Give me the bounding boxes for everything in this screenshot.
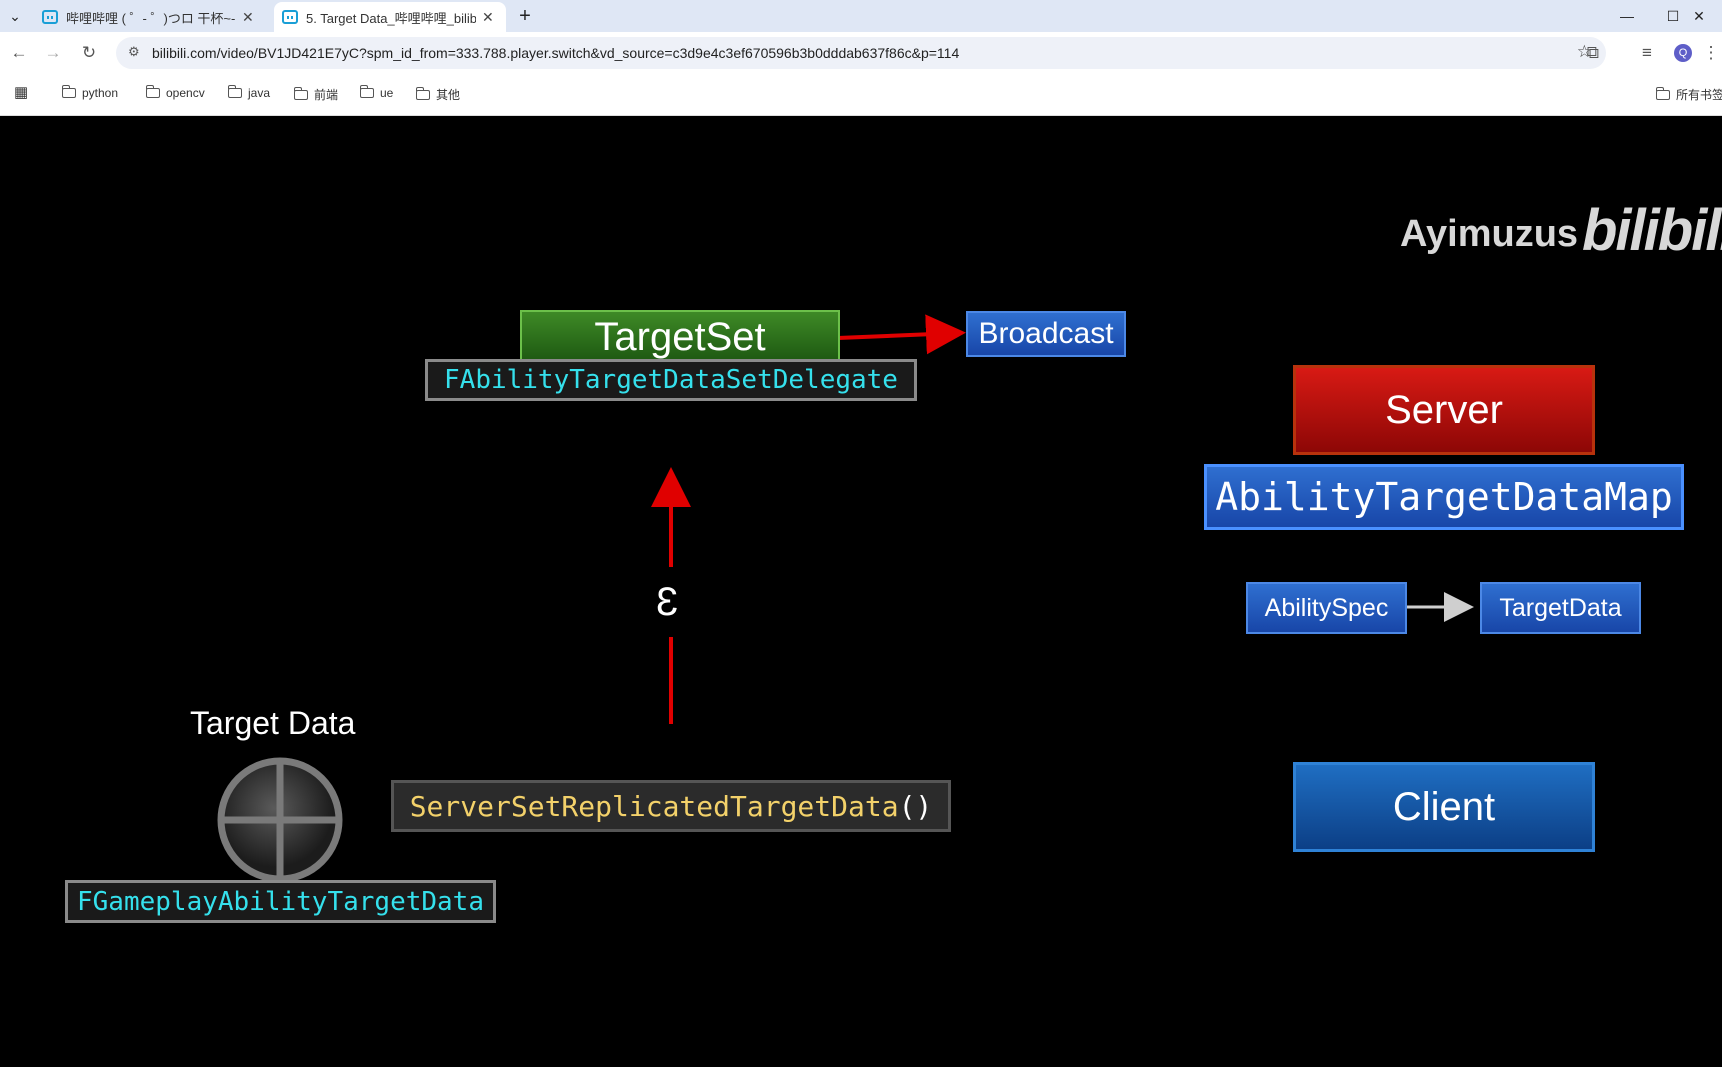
client-box: Client (1293, 762, 1595, 852)
bookmark-python[interactable]: python (61, 85, 119, 100)
ability-spec-box: AbilitySpec (1246, 582, 1407, 634)
server-box: Server (1293, 365, 1595, 455)
address-bar[interactable]: ⚙ bilibili.com/video/BV1JD421E7yC?spm_id… (116, 37, 1606, 69)
media-icon[interactable]: ≡ (1642, 43, 1652, 62)
broadcast-arrow (837, 314, 966, 355)
profile-avatar[interactable]: Q (1668, 38, 1698, 68)
toolbar: ← → ↻ ⚙ bilibili.com/video/BV1JD421E7yC?… (0, 32, 1722, 74)
folder-icon (227, 85, 242, 98)
extensions-icon[interactable]: ⧉ (1586, 43, 1600, 62)
tab-strip: ⌄ 哔哩哔哩 ( ゜- ゜)つロ 干杯~-bilibili ✕ 5. Targe… (0, 0, 1722, 32)
close-icon[interactable]: ✕ (242, 8, 254, 25)
back-icon[interactable]: ← (10, 43, 28, 62)
watermark-user: Ayimuzus (1400, 213, 1579, 255)
new-tab-button[interactable]: + (519, 4, 531, 27)
target-data-type-box: FGameplayAbilityTargetData (65, 880, 496, 923)
maximize-button[interactable]: ☐ (1666, 7, 1680, 24)
bookmark-java[interactable]: java (227, 85, 271, 100)
bookmark-label: python (82, 86, 119, 100)
step-number: 3 (656, 580, 679, 624)
address-url[interactable]: bilibili.com/video/BV1JD421E7yC?spm_id_f… (152, 45, 960, 61)
folder-icon (415, 86, 430, 100)
folder-icon (359, 85, 374, 98)
target-data-box: TargetData (1480, 582, 1641, 634)
bookmark-opencv[interactable]: opencv (145, 85, 205, 100)
bilibili-icon (282, 10, 298, 24)
close-icon[interactable]: ✕ (482, 8, 494, 25)
rpc-box: ServerSetReplicatedTargetData() (391, 780, 951, 832)
broadcast-box: Broadcast (966, 311, 1126, 357)
bookmark-label: opencv (166, 86, 205, 100)
target-set-box: TargetSet (520, 310, 840, 362)
folder-icon (1655, 86, 1670, 100)
bilibili-logo: bilibili (1582, 198, 1722, 263)
folder-icon (61, 85, 76, 98)
bookmark-label: ue (380, 86, 394, 100)
forward-icon[interactable]: → (44, 43, 62, 62)
folder-icon (145, 85, 160, 98)
bilibili-icon (42, 10, 58, 24)
tab-search-icon[interactable]: ⌄ (9, 7, 21, 24)
video-player[interactable]: Ayimuzus bilibili TargetSet FAbilityTarg… (0, 117, 1722, 1067)
site-info-icon[interactable]: ⚙ (128, 44, 140, 59)
apps-icon[interactable]: ▦ (14, 84, 29, 101)
rpc-name: ServerSetReplicatedTargetData (409, 789, 899, 823)
delegate-box: FAbilityTargetDataSetDelegate (425, 359, 917, 401)
tab-target-data[interactable]: 5. Target Data_哔哩哔哩_bilibili ✕ (274, 2, 506, 32)
folder-icon (293, 86, 308, 100)
menu-icon[interactable]: ⋮ (1702, 43, 1720, 62)
diagram-arrows (651, 314, 1474, 724)
ability-target-data-map-box: AbilityTargetDataMap (1204, 464, 1684, 530)
reload-icon[interactable]: ↻ (81, 43, 97, 62)
star-icon[interactable]: ☆ (1576, 42, 1592, 61)
bookmarks-bar: ▦ python opencv java 前端 ue 其他 所有书签 (0, 74, 1722, 116)
tab-bilibili-home[interactable]: 哔哩哔哩 ( ゜- ゜)つロ 干杯~-bilibili ✕ (34, 2, 270, 32)
bookmark-label: 前端 (314, 88, 339, 102)
close-window-button[interactable]: ✕ (1693, 7, 1705, 24)
bookmark-frontend[interactable]: 前端 (293, 86, 339, 103)
crosshair-icon (216, 756, 344, 884)
tab-title: 哔哩哔哩 ( ゜- ゜)つロ 干杯~-bilibili (66, 10, 236, 26)
rpc-parens: () (898, 789, 933, 823)
all-bookmarks[interactable]: 所有书签 (1655, 86, 1722, 103)
bookmark-other[interactable]: 其他 (415, 86, 461, 103)
minimize-button[interactable]: — (1620, 8, 1634, 24)
tab-title: 5. Target Data_哔哩哔哩_bilibili (306, 10, 476, 26)
bookmark-label: java (248, 86, 271, 100)
bookmark-ue[interactable]: ue (359, 85, 394, 100)
bookmark-label: 所有书签 (1676, 88, 1722, 102)
target-data-title: Target Data (190, 705, 356, 741)
bookmark-label: 其他 (436, 88, 461, 102)
